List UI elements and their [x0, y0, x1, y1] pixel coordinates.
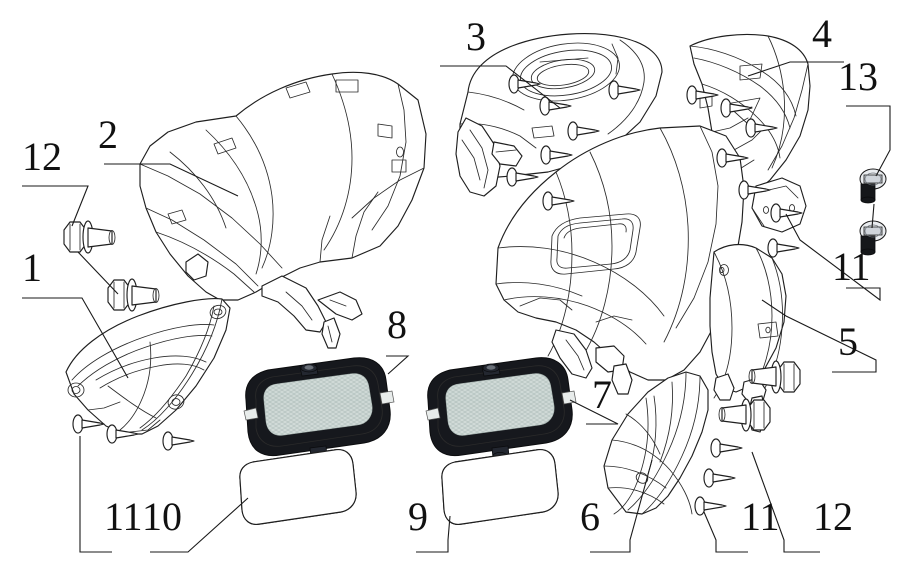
part-13-button-head-screw — [859, 168, 887, 256]
callout-9: 9 — [408, 494, 428, 539]
callout-4: 4 — [812, 11, 832, 56]
part-8-lamp-assembly-left — [243, 357, 395, 460]
callout-11-bottom-left: 11 — [104, 494, 143, 539]
part-2-upper-cover-left — [139, 71, 427, 349]
part-7-lamp-assembly-right — [425, 357, 577, 460]
callout-12-top-left: 12 — [22, 134, 62, 179]
part-9-mesh-screen-right — [441, 449, 559, 525]
callout-1: 1 — [22, 245, 42, 290]
callout-11-right-upper: 11 — [832, 244, 871, 289]
callout-5: 5 — [838, 319, 858, 364]
part-10-mesh-screen-left — [239, 449, 357, 525]
callout-10: 10 — [142, 494, 182, 539]
part-1-left-side-wing-panel — [65, 298, 231, 435]
callout-12-bottom-right: 12 — [813, 494, 853, 539]
callout-13: 13 — [838, 54, 878, 99]
leader-lines — [22, 61, 891, 553]
callout-2: 2 — [98, 112, 118, 157]
callout-7: 7 — [592, 372, 612, 417]
callout-8: 8 — [387, 302, 407, 347]
callout-11-bottom-right: 11 — [741, 494, 780, 539]
callout-3: 3 — [466, 14, 486, 59]
callout-6: 6 — [580, 494, 600, 539]
part-5-right-inner-bracket — [495, 125, 787, 433]
part-12-flange-bolt — [63, 220, 801, 432]
